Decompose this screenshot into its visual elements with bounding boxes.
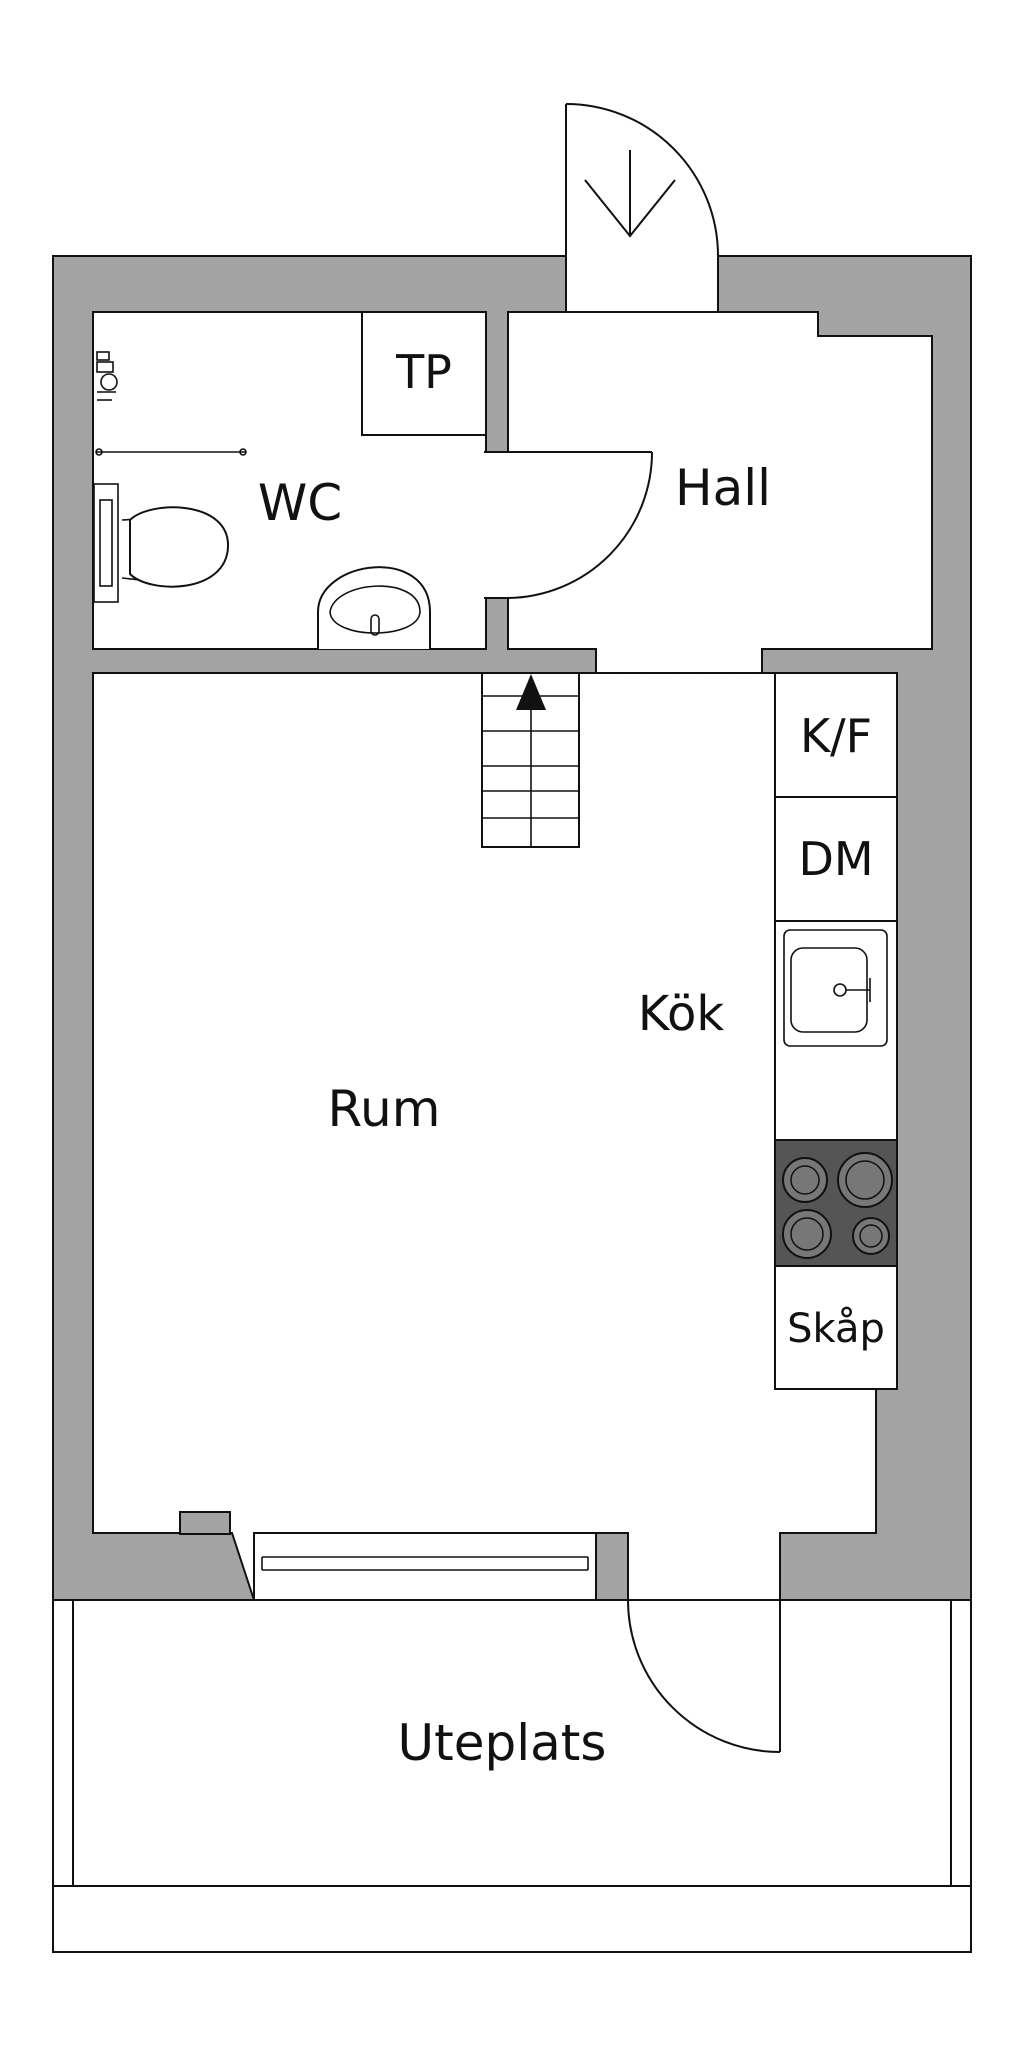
label-kok: Kök: [638, 986, 724, 1042]
label-kf: K/F: [800, 709, 872, 763]
shower-icon: [96, 351, 118, 401]
stairs-arrow-icon: [516, 674, 546, 710]
wash-basin-icon: [317, 566, 431, 649]
patio: [52, 1599, 972, 1953]
room-rum: [92, 672, 877, 1601]
entrance-opening: [566, 254, 718, 312]
window: [253, 1532, 597, 1601]
kitchen-sink-icon: [783, 929, 888, 1047]
stove-burners-icon: [782, 1152, 893, 1259]
entrance-door: [565, 103, 719, 257]
label-hall: Hall: [675, 459, 771, 517]
label-tp: TP: [395, 345, 452, 399]
label-uteplats: Uteplats: [398, 1714, 607, 1772]
toilet-icon: [93, 483, 230, 603]
label-rum: Rum: [328, 1080, 441, 1138]
label-wc: WC: [258, 474, 342, 532]
room-hall: [507, 311, 933, 674]
stairs: [481, 672, 580, 848]
kitchen-counter: [774, 672, 898, 1390]
patio-door: [627, 1533, 781, 1753]
label-skap: Skåp: [787, 1306, 885, 1352]
wall-nub: [179, 1511, 231, 1535]
label-dm: DM: [798, 832, 873, 886]
wc-door: [484, 451, 653, 599]
closet-tp: [361, 311, 487, 436]
towel-rail-icon: [95, 448, 247, 456]
